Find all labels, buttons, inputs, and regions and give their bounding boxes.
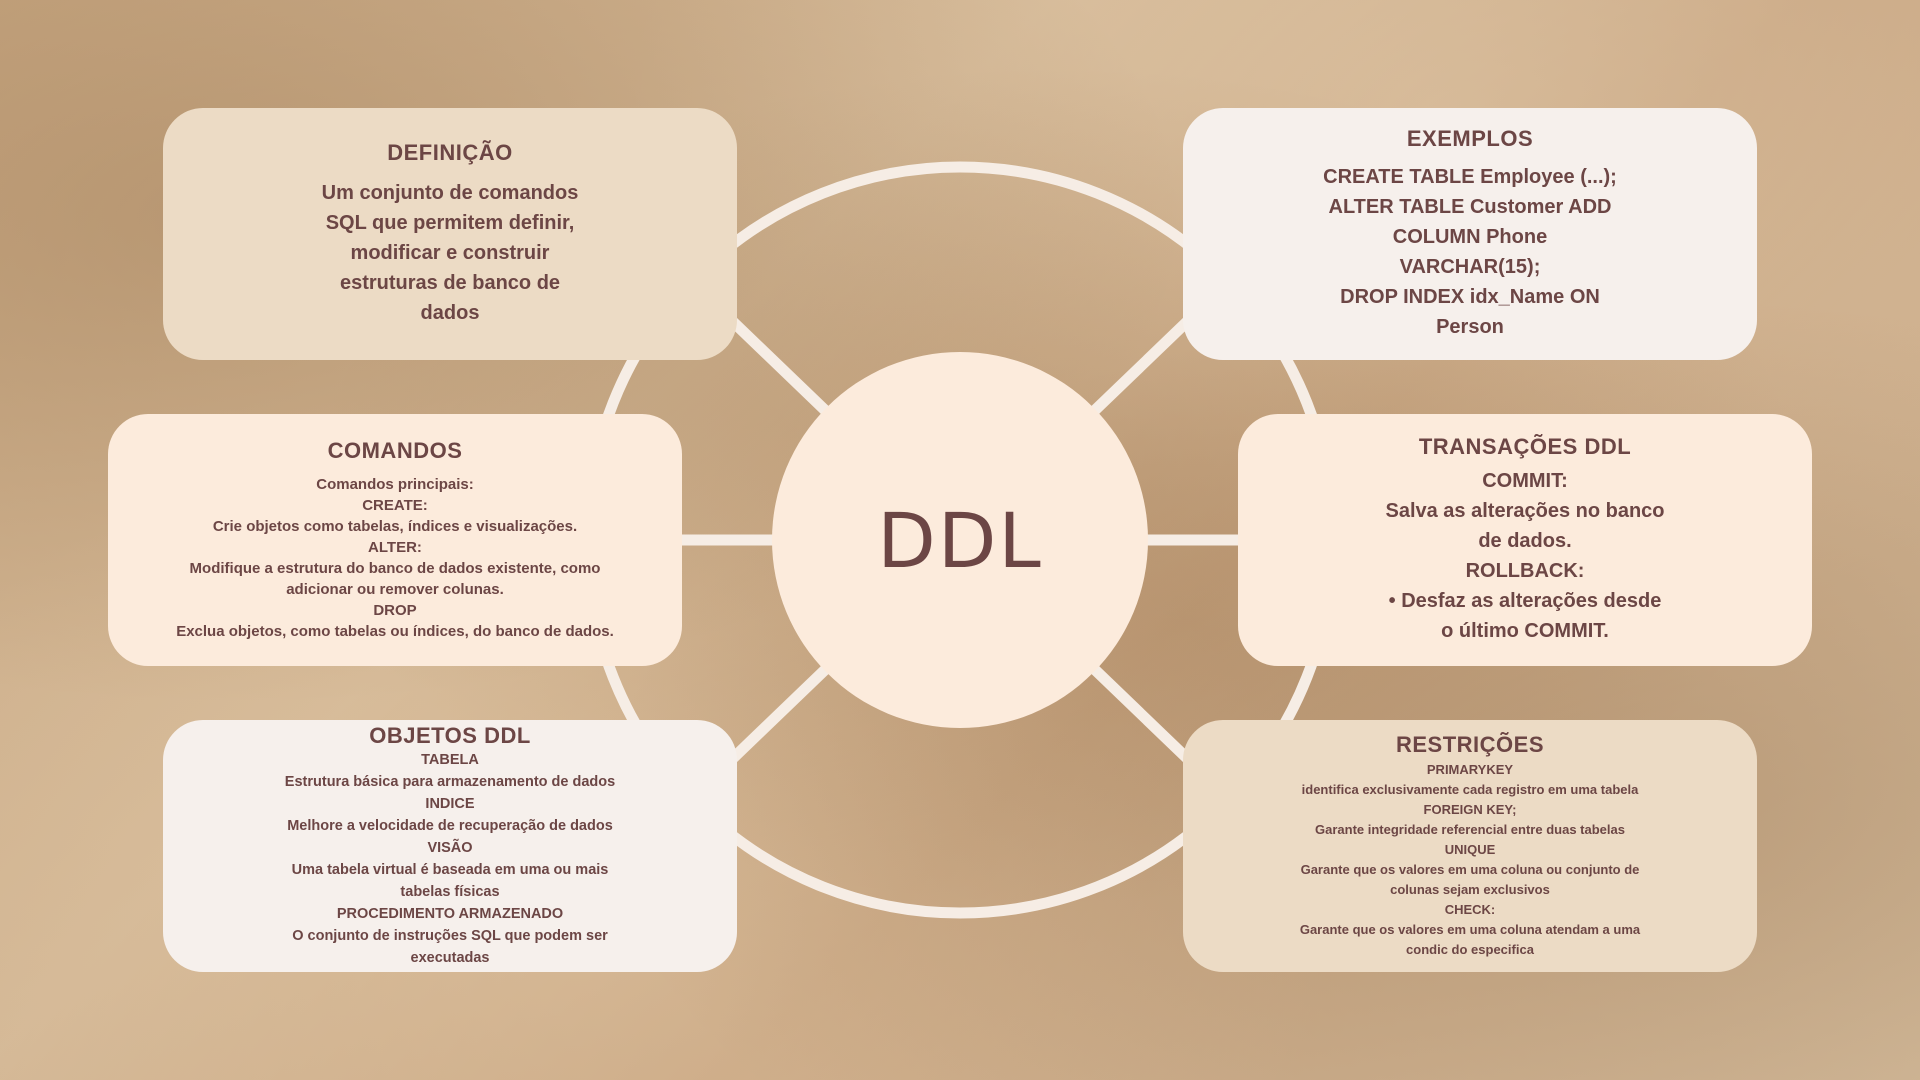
card-line: COLUMN Phone bbox=[1392, 226, 1548, 248]
card-line: Comandos principais: bbox=[316, 476, 474, 493]
card-body: PRIMARYKEY identifica exclusivamente cada… bbox=[1300, 760, 1640, 960]
card-title: TRANSAÇÕES DDL bbox=[1418, 434, 1632, 459]
card-line: CREATE: bbox=[362, 497, 428, 514]
card-restricoes: RESTRIÇÕES PRIMARYKEY identifica exclusiv… bbox=[1183, 720, 1757, 972]
card-line: ALTER: bbox=[368, 539, 422, 556]
card-line: identifica exclusivamente cada registro … bbox=[1301, 782, 1639, 797]
card-line: Uma tabela virtual é baseada em uma ou m… bbox=[291, 862, 609, 878]
card-line: de dados. bbox=[1478, 530, 1572, 552]
card-title: COMANDOS bbox=[327, 438, 463, 463]
card-line: ALTER TABLE Customer ADD bbox=[1328, 196, 1612, 218]
card-line: DROP bbox=[373, 602, 417, 619]
card-line: FOREIGN KEY; bbox=[1423, 802, 1517, 817]
card-line: SQL que permitem definir, bbox=[325, 212, 575, 234]
card-comandos: COMANDOS Comandos principais: CREATE: Crie… bbox=[108, 414, 682, 666]
card-line: COMMIT: bbox=[1482, 470, 1568, 492]
card-line: dados bbox=[420, 302, 480, 324]
card-line: UNIQUE bbox=[1444, 842, 1496, 857]
card-line: CHECK: bbox=[1444, 902, 1496, 917]
card-line: Garante que os valores em uma coluna ou … bbox=[1300, 862, 1640, 877]
card-title: OBJETOS DDL bbox=[369, 723, 531, 748]
card-line: PROCEDIMENTO ARMAZENADO bbox=[336, 906, 564, 922]
card-line: adicionar ou remover colunas. bbox=[286, 581, 504, 598]
card-line: colunas sejam exclusivos bbox=[1390, 882, 1550, 897]
card-line: VARCHAR(15); bbox=[1399, 256, 1541, 278]
card-line: Melhore a velocidade de recuperação de d… bbox=[287, 818, 613, 834]
card-body: CREATE TABLE Employee (...); ALTER TABLE … bbox=[1323, 162, 1617, 342]
card-line: Salva as alterações no banco bbox=[1385, 500, 1665, 522]
card-line: Garante que os valores em uma coluna ate… bbox=[1299, 922, 1641, 937]
card-title: DEFINIÇÃO bbox=[387, 140, 513, 165]
center-label: DDL bbox=[877, 495, 1043, 585]
card-line: tabelas físicas bbox=[400, 884, 500, 900]
card-line: Person bbox=[1436, 316, 1504, 338]
card-line: estruturas de banco de bbox=[339, 272, 561, 294]
card-line: condic do especifica bbox=[1406, 942, 1534, 957]
card-title: RESTRIÇÕES bbox=[1395, 732, 1545, 757]
center-node: DDL bbox=[772, 352, 1148, 728]
card-line: TABELA bbox=[421, 752, 479, 768]
card-line: executadas bbox=[410, 950, 490, 966]
card-line: Crie objetos como tabelas, índices e vis… bbox=[212, 518, 578, 535]
card-line: DROP INDEX idx_Name ON bbox=[1340, 286, 1600, 308]
card-line: o último COMMIT. bbox=[1441, 620, 1609, 642]
card-line: Garante integridade referencial entre du… bbox=[1315, 822, 1625, 837]
card-line: O conjunto de instruções SQL que podem s… bbox=[292, 928, 608, 944]
card-line: ROLLBACK: bbox=[1465, 560, 1585, 582]
card-line: • Desfaz as alterações desde bbox=[1388, 590, 1662, 612]
card-body: TABELA Estrutura básica para armazenament… bbox=[285, 749, 615, 969]
card-line: CREATE TABLE Employee (...); bbox=[1323, 166, 1617, 188]
card-line: PRIMARYKEY bbox=[1426, 762, 1514, 777]
card-line: Estrutura básica para armazenamento de d… bbox=[284, 774, 616, 790]
card-objetos-ddl: OBJETOS DDL TABELA Estrutura básica para … bbox=[163, 720, 737, 972]
card-line: modificar e construir bbox=[350, 242, 550, 264]
card-line: Exclua objetos, como tabelas ou índices,… bbox=[176, 623, 614, 640]
card-body: Comandos principais: CREATE: Crie objetos … bbox=[176, 474, 614, 642]
card-transacoes: TRANSAÇÕES DDL COMMIT: Salva as alteraçõe… bbox=[1238, 414, 1812, 666]
card-line: Modifique a estrutura do banco de dados … bbox=[189, 560, 601, 577]
card-line: INDICE bbox=[425, 796, 475, 812]
card-body: COMMIT: Salva as alterações no banco de da… bbox=[1385, 466, 1664, 646]
card-line: VISÃO bbox=[427, 840, 473, 856]
card-title: EXEMPLOS bbox=[1406, 126, 1534, 151]
card-line: Um conjunto de comandos bbox=[321, 182, 579, 204]
card-exemplos: EXEMPLOS CREATE TABLE Employee (...); ALT… bbox=[1183, 108, 1757, 360]
